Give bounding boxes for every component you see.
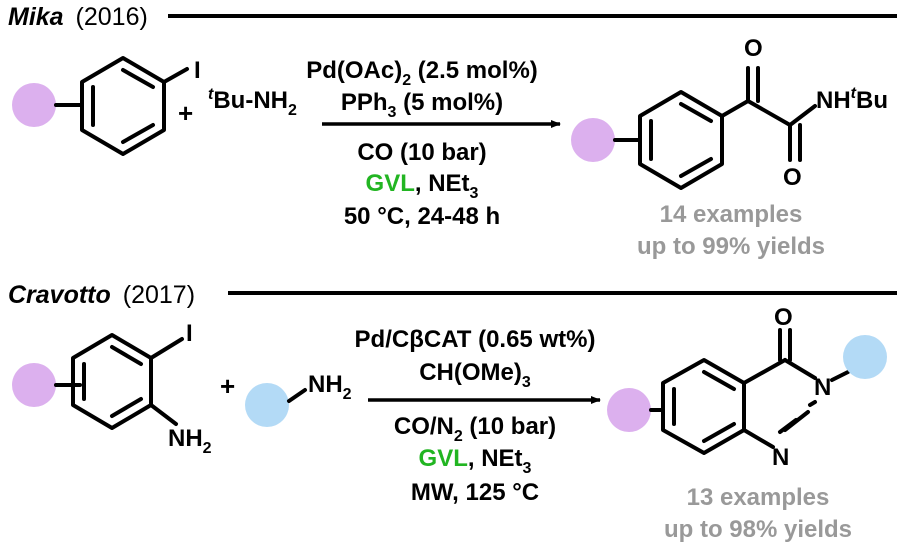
mika-reactant-substituent <box>12 83 56 127</box>
cravotto-section: Cravotto (2017) I NH2 + NH2 <box>8 281 897 543</box>
cravotto-conditions: Pd/CβCAT (0.65 wt%) CH(OMe)3 CO/N2 (10 b… <box>355 326 601 506</box>
ketone-oxygen: O <box>744 35 763 62</box>
iodine-label: I <box>186 320 193 347</box>
amide-oxygen: O <box>783 164 802 191</box>
carbonyl-oxygen: O <box>774 304 793 331</box>
svg-text:Mika (2016): Mika (2016) <box>8 3 148 31</box>
mika-ligand: PPh3 (5 mol%) <box>341 89 503 121</box>
ring-nitrogen-n3: N <box>814 374 831 401</box>
cravotto-yields: up to 98% yields <box>664 516 852 543</box>
amide-nh-tbu: NHtBu <box>816 85 888 114</box>
mika-yields: up to 99% yields <box>637 233 825 260</box>
aniline-nh2: NH2 <box>168 425 212 457</box>
cravotto-solvent-gvl: GVL <box>419 445 468 472</box>
mika-temp-time: 50 °C, 24-48 h <box>344 203 500 230</box>
mika-year: (2016) <box>76 3 148 31</box>
cravotto-iodoaniline: I NH2 <box>12 320 212 457</box>
cravotto-plus: + <box>220 371 235 401</box>
mika-solvent-base: GVL, NEt3 <box>366 170 479 202</box>
c-n-bond <box>149 403 178 426</box>
cravotto-orthoformate: CH(OMe)3 <box>419 359 531 391</box>
amine-nh2: NH2 <box>308 371 352 403</box>
svg-text:Cravotto (2017): Cravotto (2017) <box>8 281 195 309</box>
mika-aryl-iodide: I <box>12 56 201 156</box>
pyrimidine-ring <box>742 358 787 385</box>
cravotto-catalyst: Pd/CβCAT (0.65 wt%) <box>355 326 596 353</box>
iodine-label: I <box>194 57 201 84</box>
cravotto-header: Cravotto (2017) <box>8 281 897 309</box>
mika-conditions: Pd(OAc)2 (2.5 mol%) PPh3 (5 mol%) CO (10… <box>306 57 561 230</box>
mika-plus: + <box>178 98 193 128</box>
cravotto-mw-temp: MW, 125 °C <box>411 479 539 506</box>
mika-co-pressure: CO (10 bar) <box>357 139 486 166</box>
cravotto-amine: NH2 <box>245 371 352 427</box>
c-i-bond <box>162 67 189 84</box>
cravotto-gas-pressure: CO/N2 (10 bar) <box>394 413 556 445</box>
cravotto-examples: 13 examples <box>687 484 830 511</box>
mika-solvent-gvl: GVL <box>366 170 415 197</box>
cravotto-quinazolinone-product: O N N <box>607 304 887 471</box>
mika-ketoamide-product: O O NHtBu <box>571 35 888 191</box>
mika-section: Mika (2016) I + tBu-NH2 Pd(OAc)2 (2.5 mo… <box>8 3 897 260</box>
cravotto-product-substituent <box>607 388 651 432</box>
cravotto-author: Cravotto <box>8 281 111 309</box>
amine-substituent <box>245 383 289 427</box>
c-i-bond <box>149 337 184 360</box>
ring-nitrogen-n1: N <box>772 444 789 471</box>
cravotto-year: (2017) <box>123 281 195 309</box>
mika-author: Mika <box>8 3 64 31</box>
product-amine-substituent <box>843 335 887 379</box>
mika-examples: 14 examples <box>660 201 803 228</box>
cravotto-solvent-base: GVL, NEt3 <box>419 445 532 477</box>
mika-product-substituent <box>571 118 615 162</box>
cravotto-reactant-substituent <box>12 363 56 407</box>
mika-catalyst: Pd(OAc)2 (2.5 mol%) <box>306 57 538 89</box>
mika-header: Mika (2016) <box>8 3 897 31</box>
mika-amine: tBu-NH2 <box>208 86 297 119</box>
